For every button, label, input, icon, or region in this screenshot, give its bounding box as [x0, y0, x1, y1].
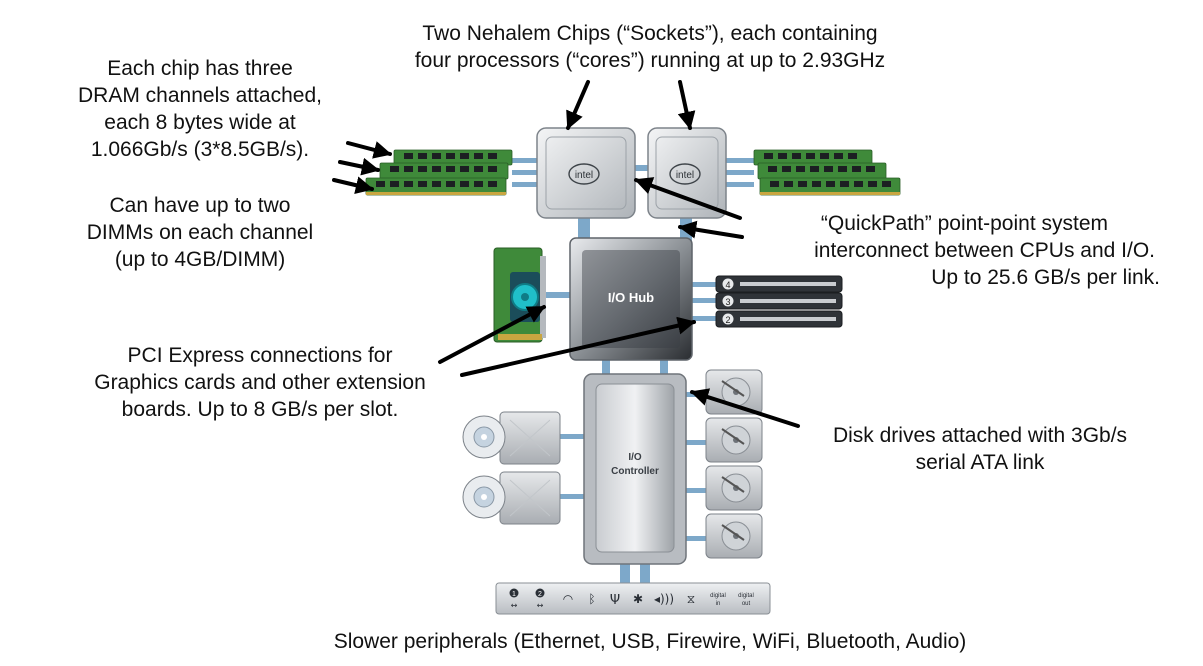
svg-text:↔: ↔	[511, 601, 518, 610]
ethernet-port-icon: 1 ↔	[509, 588, 519, 610]
arrow	[338, 157, 380, 176]
peripheral-port-bar: 1 ↔ 2 ↔ ◠ ᛒ Ψ ✱ ◂))) ⧖ digital in digita…	[495, 582, 771, 615]
digital-out-label: digital out	[738, 593, 754, 607]
dimm-modules-right	[753, 149, 901, 196]
pcie-slots: 4 3 2	[715, 275, 843, 328]
hard-disk	[705, 417, 763, 463]
io-controller-label: Controller	[611, 466, 659, 477]
dimms-annotation: Can have up to two DIMMs on each channel…	[86, 194, 314, 271]
wifi-icon: ◠	[563, 592, 573, 606]
dram-annotation: Each chip has three DRAM channels attach…	[78, 57, 322, 161]
optical-drive	[462, 411, 561, 465]
cpu-socket-left: intel	[536, 127, 636, 219]
arrow	[566, 80, 590, 130]
quickpath-annotation: “QuickPath” point-point system interconn…	[814, 212, 1160, 289]
annotation-arrows	[332, 80, 800, 428]
ethernet-port-icon: 2 ↔	[535, 588, 545, 610]
svg-text:in: in	[716, 601, 721, 607]
bluetooth-icon: ᛒ	[588, 592, 595, 606]
arrow	[677, 80, 696, 130]
pcie-slot-number: 4	[725, 280, 730, 290]
io-controller-label: I/O	[628, 452, 642, 463]
hard-disk	[705, 465, 763, 511]
hard-disk	[705, 513, 763, 559]
usb-icon: Ψ	[610, 593, 620, 608]
optical-drive	[462, 471, 561, 525]
pcie-slot-number: 2	[725, 315, 730, 325]
arrow	[332, 176, 374, 195]
cpu-socket-right: intel	[647, 127, 727, 219]
peripherals-caption: Slower peripherals (Ethernet, USB, Firew…	[333, 630, 967, 653]
arrow	[460, 316, 696, 377]
intel-logo: intel	[575, 170, 593, 181]
io-hub-label: I/O Hub	[608, 290, 654, 305]
pcie-annotation: PCI Express connections for Graphics car…	[94, 344, 426, 421]
pcie-slot-number: 3	[725, 297, 730, 307]
firewire-icon: ✱	[633, 592, 643, 606]
disk-annotation: Disk drives attached with 3Gb/s serial A…	[832, 424, 1128, 474]
svg-text:1: 1	[512, 591, 516, 598]
svg-text:digital: digital	[710, 593, 726, 599]
arrow	[690, 388, 800, 428]
digital-in-label: digital in	[710, 593, 726, 607]
arrow	[634, 177, 742, 220]
svg-text:↔: ↔	[537, 601, 544, 610]
io-controller: I/O Controller	[583, 373, 687, 565]
svg-text:out: out	[742, 601, 751, 607]
dimm-modules-left	[365, 149, 513, 196]
sockets-annotation: Two Nehalem Chips (“Sockets”), each cont…	[414, 22, 886, 72]
speaker-icon: ◂)))	[654, 592, 674, 606]
audio-line-icon: ⧖	[687, 592, 695, 606]
arrow	[346, 141, 392, 159]
intel-logo: intel	[676, 170, 694, 181]
arrow	[678, 220, 744, 239]
svg-text:digital: digital	[738, 593, 754, 599]
svg-text:2: 2	[538, 591, 542, 598]
arrow	[438, 305, 546, 364]
